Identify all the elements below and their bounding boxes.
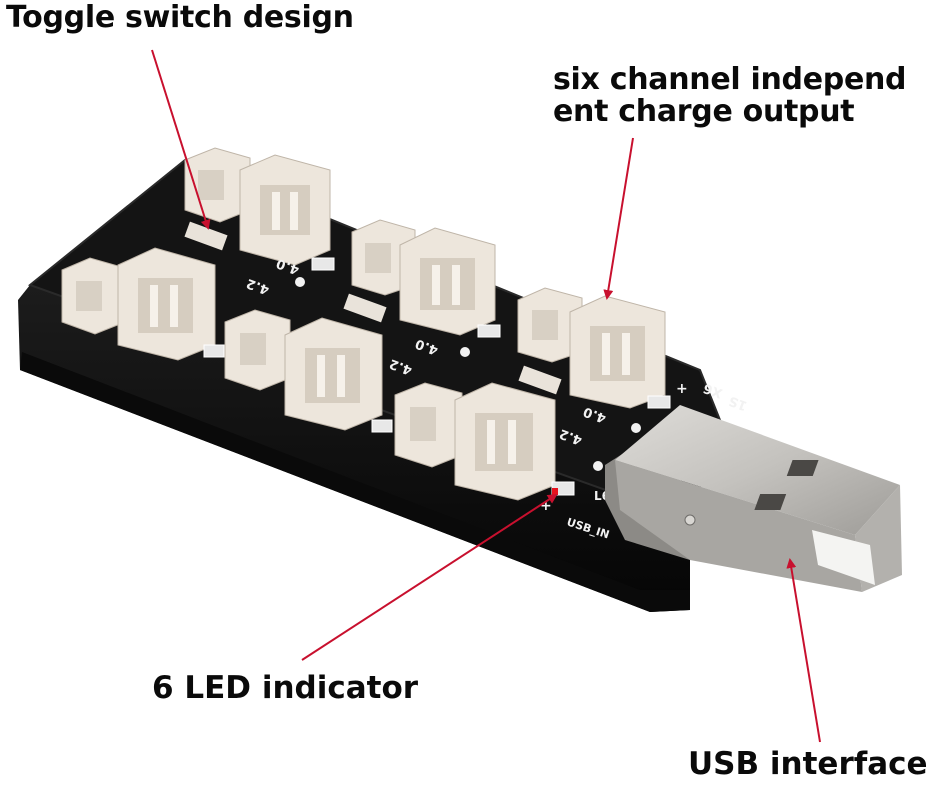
silk-voltage: 4.0 [275,255,302,277]
led [311,257,335,271]
usb-plug-insert [812,530,875,585]
sun-icon [593,461,603,471]
callout-six-channel: six channel independ ent charge output [553,62,907,130]
led-group [203,257,671,496]
usb-plug-top [615,405,900,535]
callout-toggle-switch: Toggle switch design [6,0,354,35]
large-connector [117,247,216,361]
arrow-led [301,493,558,661]
led [477,324,501,338]
led [647,395,671,409]
toggle-switch-group [184,221,562,395]
usb-plug-side [615,460,862,592]
silk-cells: 1S [727,393,749,413]
sun-icon [295,277,305,287]
silk-voltage: 4.2 [245,275,272,297]
small-connector [224,309,291,391]
callout-line: ent charge output [553,94,855,130]
callout-led-indicator: 6 LED indicator [152,670,419,706]
toggle-switch [343,293,387,323]
silk-plus: + [676,381,688,397]
arrow-usb [786,558,821,743]
arrow-toggle [151,49,211,230]
usb-hole [754,494,787,510]
usb-plug [605,405,902,592]
toggle-switch [518,365,562,395]
small-connector [394,382,463,468]
led [371,419,393,433]
small-connector [61,257,126,335]
connector-group [61,247,556,501]
sun-icon [631,423,641,433]
large-connector [284,317,383,431]
large-connector [454,382,556,501]
silkscreen: 4.2 4.0 4.0 4.2 4.0 4.2 X6 1S + + USB_IN… [245,255,750,541]
usb-hole [786,460,819,476]
sun-icon [460,347,470,357]
board-side [18,285,690,612]
silk-voltage: 4.2 [387,355,414,377]
large-connector [569,295,666,409]
silk-voltage: 4.2 [557,425,584,447]
toggle-switch [184,221,228,251]
led [203,344,225,358]
silk-voltage: 4.0 [581,403,608,425]
silk-model: X6 [702,380,725,401]
usb-rivet [684,514,696,526]
led-red [552,488,558,495]
large-connector [399,227,496,336]
silk-plus: + [540,498,552,514]
silk-voltage: 4.0 [413,335,440,357]
board-bottom-edge [20,352,690,612]
callout-line: six channel independ [553,62,907,97]
large-connector [239,154,331,266]
callout-usb-interface: USB interface [688,746,928,782]
arrow-six [603,137,634,300]
